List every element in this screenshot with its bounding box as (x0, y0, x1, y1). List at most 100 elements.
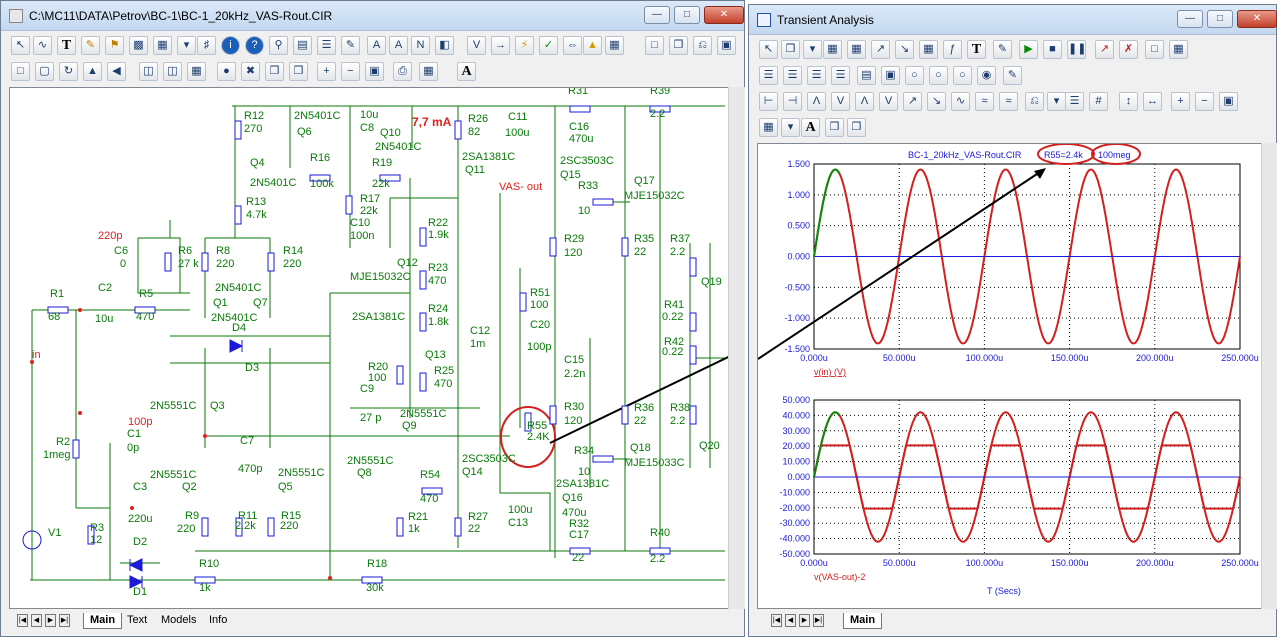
clear-icon[interactable]: ▦ (187, 62, 206, 81)
peak-icon[interactable]: ○ (905, 66, 924, 85)
clipboard-icon[interactable]: ⎌ (1025, 92, 1044, 111)
print-icon[interactable]: ⎙ (393, 62, 412, 81)
inflection-icon[interactable]: ∿ (951, 92, 970, 111)
maximize-button[interactable]: □ (674, 6, 700, 24)
ungroup-icon[interactable]: ❐ (847, 118, 866, 137)
node-numbers-icon[interactable]: A (367, 36, 386, 55)
copy-icon[interactable]: ❐ (669, 36, 688, 55)
text-tool-icon[interactable]: T (57, 36, 76, 55)
help-icon[interactable]: ? (245, 36, 264, 55)
page-icon[interactable]: □ (645, 36, 664, 55)
find-icon[interactable]: ⚲ (269, 36, 288, 55)
pause-icon[interactable]: ❚❚ (1067, 40, 1086, 59)
grid-icon[interactable]: ▦ (153, 36, 172, 55)
tab-main[interactable]: Main (83, 613, 123, 629)
pen-icon[interactable]: ✎ (81, 36, 100, 55)
dropdown-icon[interactable]: ▾ (803, 40, 822, 59)
warning-icon[interactable]: ▲ (583, 36, 602, 55)
prev-page-icon[interactable]: ◀ (31, 614, 42, 627)
properties-icon[interactable]: ▤ (293, 36, 312, 55)
grid-toggle-icon[interactable]: ▦ (419, 62, 438, 81)
transient-close-button[interactable]: ✕ (1237, 10, 1277, 28)
valley-icon[interactable]: ○ (929, 66, 948, 85)
tab-models[interactable]: Models (161, 614, 197, 626)
peak-find-icon[interactable]: Λ (807, 92, 826, 111)
function-icon[interactable]: ƒ (943, 40, 962, 59)
zoom-out-icon[interactable]: − (1195, 92, 1214, 111)
mirror-icon[interactable]: ◫ (139, 62, 158, 81)
zoom-out-icon[interactable]: − (341, 62, 360, 81)
horizontal-icon[interactable]: ↘ (895, 40, 914, 59)
group-icon[interactable]: ❐ (825, 118, 844, 137)
schematic-titlebar[interactable]: C:\MC11\DATA\Petrov\BC-1\BC-1_20kHz_VAS-… (1, 1, 744, 31)
select-region-icon[interactable]: □ (11, 62, 30, 81)
font-icon[interactable]: A (801, 118, 820, 137)
select-arrow-icon[interactable]: ↖ (11, 36, 30, 55)
graph-icon[interactable]: ▦ (847, 40, 866, 59)
cursor-right-icon[interactable]: ⊣ (783, 92, 802, 111)
format-3-icon[interactable]: ☰ (807, 66, 826, 85)
power-icon[interactable]: ⚡ (515, 36, 534, 55)
options-icon[interactable]: ✎ (1003, 66, 1022, 85)
stop-icon[interactable]: ● (217, 62, 236, 81)
vertical-icon[interactable]: ▦ (919, 40, 938, 59)
waveform-icon[interactable]: ↗ (1095, 40, 1114, 59)
scale-x-icon[interactable]: ↕ (1119, 92, 1138, 111)
last-page-icon[interactable]: ▶| (59, 614, 70, 627)
format-2-icon[interactable]: ☰ (783, 66, 802, 85)
global-high-icon[interactable]: ≈ (975, 92, 994, 111)
tab-main[interactable]: Main (843, 613, 883, 629)
flow-icon[interactable]: ⇔ (563, 36, 582, 55)
close-button[interactable]: ✕ (704, 6, 744, 24)
format-1-icon[interactable]: ☰ (759, 66, 778, 85)
waveform-reset-icon[interactable]: ✗ (1119, 40, 1138, 59)
scale-y-icon[interactable]: ↔ (1143, 92, 1162, 111)
last-page-icon[interactable]: ▶| (813, 614, 824, 627)
tab-info[interactable]: Info (209, 614, 228, 626)
statistics-icon[interactable]: ◉ (977, 66, 996, 85)
list-icon[interactable]: ☰ (317, 36, 336, 55)
window-icon[interactable]: ▣ (717, 36, 736, 55)
slope-icon[interactable]: ↗ (903, 92, 922, 111)
window-icon[interactable]: □ (1145, 40, 1164, 59)
plot-vertical-scrollbar[interactable] (1261, 143, 1277, 609)
global-low-icon[interactable]: ≈ (999, 92, 1018, 111)
wire-icon[interactable]: ∿ (33, 36, 52, 55)
voltage-icon[interactable]: V (467, 36, 486, 55)
align-icon[interactable]: ◫ (163, 62, 182, 81)
ungroup-icon[interactable]: ❐ (289, 62, 308, 81)
prev-page-icon[interactable]: ◀ (785, 614, 796, 627)
format-4-icon[interactable]: ☰ (831, 66, 850, 85)
valley-find-icon[interactable]: V (831, 92, 850, 111)
font-icon[interactable]: A (457, 62, 476, 81)
run-icon[interactable]: ▶ (1019, 40, 1038, 59)
cursor-left-icon[interactable]: ⊢ (759, 92, 778, 111)
dropdown-icon[interactable]: ▾ (177, 36, 196, 55)
transient-maximize-button[interactable]: □ (1207, 10, 1233, 28)
scale-icon[interactable]: ▦ (823, 40, 842, 59)
flip-horizontal-icon[interactable]: ▲ (83, 62, 102, 81)
schematic-vertical-scrollbar[interactable] (728, 87, 745, 609)
pins-icon[interactable]: ▦ (605, 36, 624, 55)
minimize-button[interactable]: — (644, 6, 670, 24)
condition-icon[interactable]: ✓ (539, 36, 558, 55)
flag-icon[interactable]: ⚑ (105, 36, 124, 55)
dropdown-icon[interactable]: ▾ (781, 118, 800, 137)
zoom-fit-icon[interactable]: ▣ (365, 62, 384, 81)
display-icon[interactable]: ◧ (435, 36, 454, 55)
properties-icon[interactable]: ✎ (993, 40, 1012, 59)
grid-toggle-icon[interactable]: ▦ (759, 118, 778, 137)
slope-down-icon[interactable]: ↘ (927, 92, 946, 111)
component-icon[interactable]: ▩ (129, 36, 148, 55)
box-icon[interactable]: ▢ (35, 62, 54, 81)
info-icon[interactable]: i (221, 36, 240, 55)
transient-titlebar[interactable]: Transient Analysis — □ ✕ (749, 5, 1277, 35)
data-icon[interactable]: ☰ (1065, 92, 1084, 111)
zoom-fit-icon[interactable]: ▣ (1219, 92, 1238, 111)
low-icon[interactable]: V (879, 92, 898, 111)
next-page-icon[interactable]: ▶ (45, 614, 56, 627)
stop-icon[interactable]: ■ (1043, 40, 1062, 59)
high-icon[interactable]: Λ (855, 92, 874, 111)
first-page-icon[interactable]: |◀ (17, 614, 28, 627)
